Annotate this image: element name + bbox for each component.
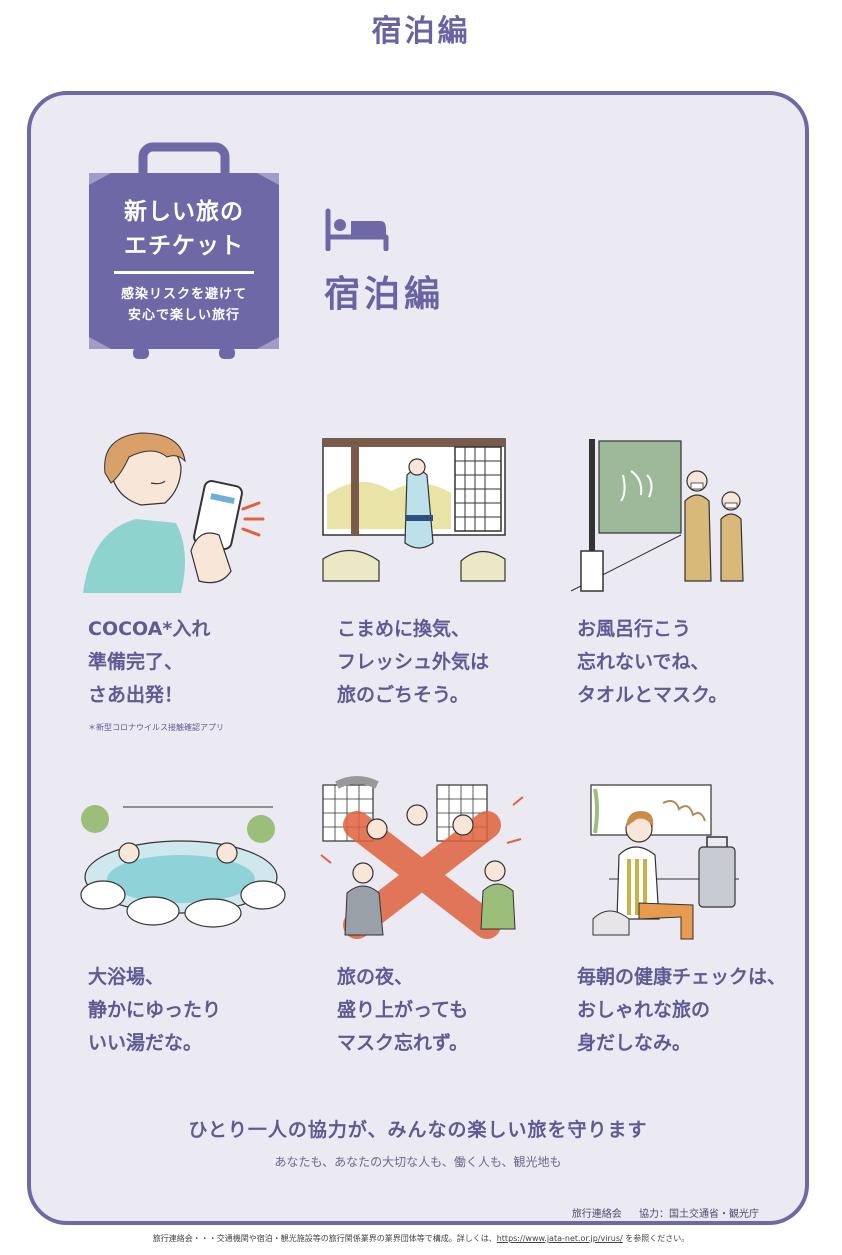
tip-2-line-3: 旅のごちそう。 (337, 684, 469, 706)
badge-title-line-1: 新しい旅の (124, 199, 244, 225)
morning-health-check-illustration (590, 784, 739, 940)
bottom-note-suffix: を参照ください。 (622, 1234, 690, 1243)
credit-line: 旅行連絡会 協力：国土交通省・観光庁 (558, 1205, 759, 1220)
tip-caption-public-bath: 大浴場、 静かにゆったり いい湯だな。 (88, 961, 308, 1060)
bath-with-towel-and-mask-illustration (570, 439, 744, 592)
tip-3-line-3: タオルとマスク。 (577, 684, 728, 706)
bed-icon (325, 208, 389, 251)
cocoa-footnote: ＊新型コロナウイルス接触確認アプリ (88, 723, 224, 732)
tip-6-line-1: 毎朝の健康チェックは、 (577, 966, 787, 988)
badge-divider (114, 271, 254, 274)
tip-4-line-3: いい湯だな。 (88, 1032, 203, 1054)
tip-3-line-2: 忘れないでね、 (577, 651, 710, 673)
tip-5-line-3: マスク忘れず。 (337, 1032, 469, 1054)
tip-5-line-1: 旅の夜、 (337, 966, 414, 988)
credit-support: 協力：国土交通省・観光庁 (639, 1209, 759, 1220)
tip-caption-ventilation: こまめに換気、 フレッシュ外気は 旅のごちそう。 (337, 613, 557, 712)
tip-2-line-1: こまめに換気、 (337, 618, 471, 640)
page-heading: 宿泊編 (371, 14, 471, 49)
tip-2-line-2: フレッシュ外気は (337, 651, 490, 673)
etiquette-card: 新しい旅の エチケット 感染リスクを避けて 安心で楽しい旅行 宿泊編 (27, 91, 809, 1225)
smartphone-app-illustration (83, 432, 265, 593)
tip-1-line-1: COCOA*入れ (88, 618, 211, 640)
section-title: 宿泊編 (324, 274, 445, 315)
bottom-note: 旅行連絡会・・・交通機関や宿泊・観光施設等の旅行関係業界の業界団体等で構成。詳し… (0, 1233, 842, 1244)
tip-6-line-2: おしゃれな旅の (577, 999, 711, 1021)
suitcase-icon (89, 142, 279, 359)
tip-caption-cocoa: COCOA*入れ 準備完了、 さあ出発！ (88, 613, 308, 712)
tip-caption-health-check: 毎朝の健康チェックは、 おしゃれな旅の 身だしなみ。 (577, 961, 797, 1060)
badge-subtitle-line-1: 感染リスクを避けて (120, 287, 247, 302)
tip-5-line-2: 盛り上がっても (337, 999, 469, 1021)
badge-title-line-2: エチケット (124, 233, 244, 259)
tip-1-line-2: 準備完了、 (88, 651, 184, 673)
tip-6-line-3: 身だしなみ。 (577, 1032, 692, 1054)
window-ventilation-illustration (322, 438, 506, 582)
tip-1-line-3: さあ出発！ (88, 684, 184, 706)
closing-message: ひとり一人の協力が、みんなの楽しい旅を守ります (188, 1119, 648, 1141)
hot-spring-bath-illustration (80, 805, 286, 928)
tip-caption-bath: お風呂行こう 忘れないでね、 タオルとマスク。 (577, 613, 797, 712)
tip-caption-night: 旅の夜、 盛り上がっても マスク忘れず。 (337, 961, 557, 1060)
bottom-note-text: 旅行連絡会・・・交通機関や宿泊・観光施設等の旅行関係業界の業界団体等で構成。詳し… (152, 1234, 497, 1243)
tip-4-line-2: 静かにゆったり (88, 999, 222, 1021)
crowded-party-illustration (320, 776, 524, 939)
credit-org: 旅行連絡会 (571, 1209, 622, 1220)
badge-subtitle-line-2: 安心で楽しい旅行 (127, 308, 240, 323)
tip-4-line-1: 大浴場、 (88, 966, 165, 988)
tip-3-line-1: お風呂行こう (577, 618, 692, 640)
info-link[interactable]: https://www.jata-net.or.jp/virus/ (496, 1234, 623, 1243)
etiquette-badge: 新しい旅の エチケット 感染リスクを避けて 安心で楽しい旅行 (89, 141, 279, 367)
closing-submessage: あなたも、あなたの大切な人も、働く人も、観光地も (274, 1155, 562, 1169)
